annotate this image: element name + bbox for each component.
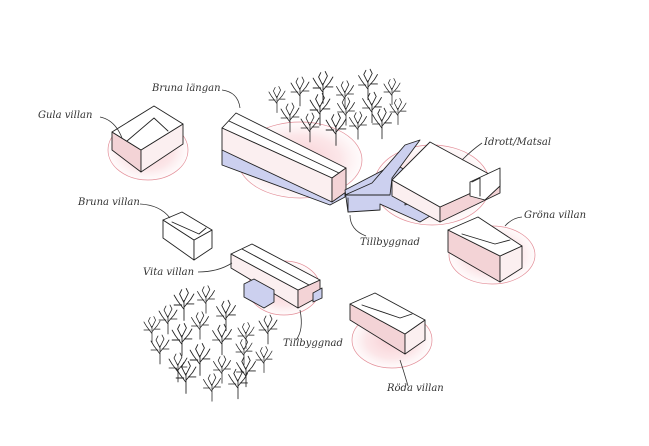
tree-icon: [150, 334, 170, 365]
building-gula-villan: [111, 105, 184, 173]
tree-icon: [280, 102, 300, 133]
building-bruna-langan: [221, 112, 347, 206]
tree-icon: [168, 352, 188, 383]
tree-icon: [362, 91, 382, 124]
tree-icon: [358, 68, 378, 101]
tree-icon: [300, 112, 320, 143]
leader-bruna-langan: [221, 89, 241, 109]
building-idrott-matsal: [391, 141, 501, 223]
label-roda-villan: Röda villan: [386, 383, 444, 394]
tree-icon: [191, 311, 209, 340]
tree-icon: [173, 288, 195, 321]
label-vita-villan: Vita villan: [143, 267, 194, 278]
tree-icon: [290, 76, 310, 107]
tree-icon: [237, 322, 255, 349]
leader-gula-villan: [99, 116, 123, 139]
leader-roda-villan: [399, 359, 409, 387]
tree-icon: [212, 323, 232, 356]
tree-icon: [216, 299, 236, 332]
tree-icon: [309, 93, 331, 126]
tree-icon: [312, 71, 334, 104]
leader-grona-villan: [504, 216, 523, 227]
tree-icon: [268, 86, 286, 113]
tree-icon: [236, 355, 256, 388]
label-gula-villan: Gula villan: [38, 110, 92, 121]
label-idrott-matsal: Idrott/Matsal: [483, 137, 551, 148]
tree-icon: [175, 361, 197, 394]
tree-icon: [143, 316, 161, 343]
tree-icon: [372, 107, 392, 140]
tree-icon: [336, 80, 354, 109]
tree-icon: [325, 113, 347, 146]
tree-icon: [258, 314, 278, 345]
label-group: Gula villan Bruna längan Idrott/Matsal B…: [38, 83, 586, 394]
tree-icon: [383, 78, 401, 105]
building-roda-villan: [349, 292, 426, 355]
tree-icon: [213, 355, 231, 384]
building-tillbyggnad-2: [243, 278, 323, 309]
tree-icon: [203, 373, 221, 402]
label-tillbyggnad-1: Tillbyggnad: [360, 237, 420, 248]
leader-bruna-villan: [139, 203, 171, 219]
tree-icon: [171, 323, 193, 356]
building-grona-villan: [447, 216, 523, 283]
tree-icon: [228, 367, 248, 400]
label-bruna-villan: Bruna villan: [77, 197, 140, 208]
tree-icon: [197, 285, 215, 314]
tree-icon: [235, 338, 253, 365]
label-grona-villan: Gröna villan: [524, 210, 586, 221]
tree-icon: [337, 97, 355, 126]
leader-lines: [99, 89, 523, 387]
tree-icon: [389, 98, 407, 125]
label-tillbyggnad-2: Tillbyggnad: [283, 338, 343, 349]
tree-icon: [349, 111, 367, 140]
leader-tillbyggnad-2: [295, 309, 302, 341]
leader-vita-villan: [197, 262, 233, 273]
tree-icon: [255, 346, 273, 373]
leader-idrott-matsal: [461, 142, 483, 161]
tree-icon: [189, 343, 211, 376]
leader-tillbyggnad-1: [349, 214, 367, 237]
tree-group: [143, 68, 407, 402]
building-bruna-villan: [162, 211, 213, 261]
label-bruna-langan: Bruna längan: [151, 83, 221, 94]
tree-icon: [158, 304, 178, 335]
